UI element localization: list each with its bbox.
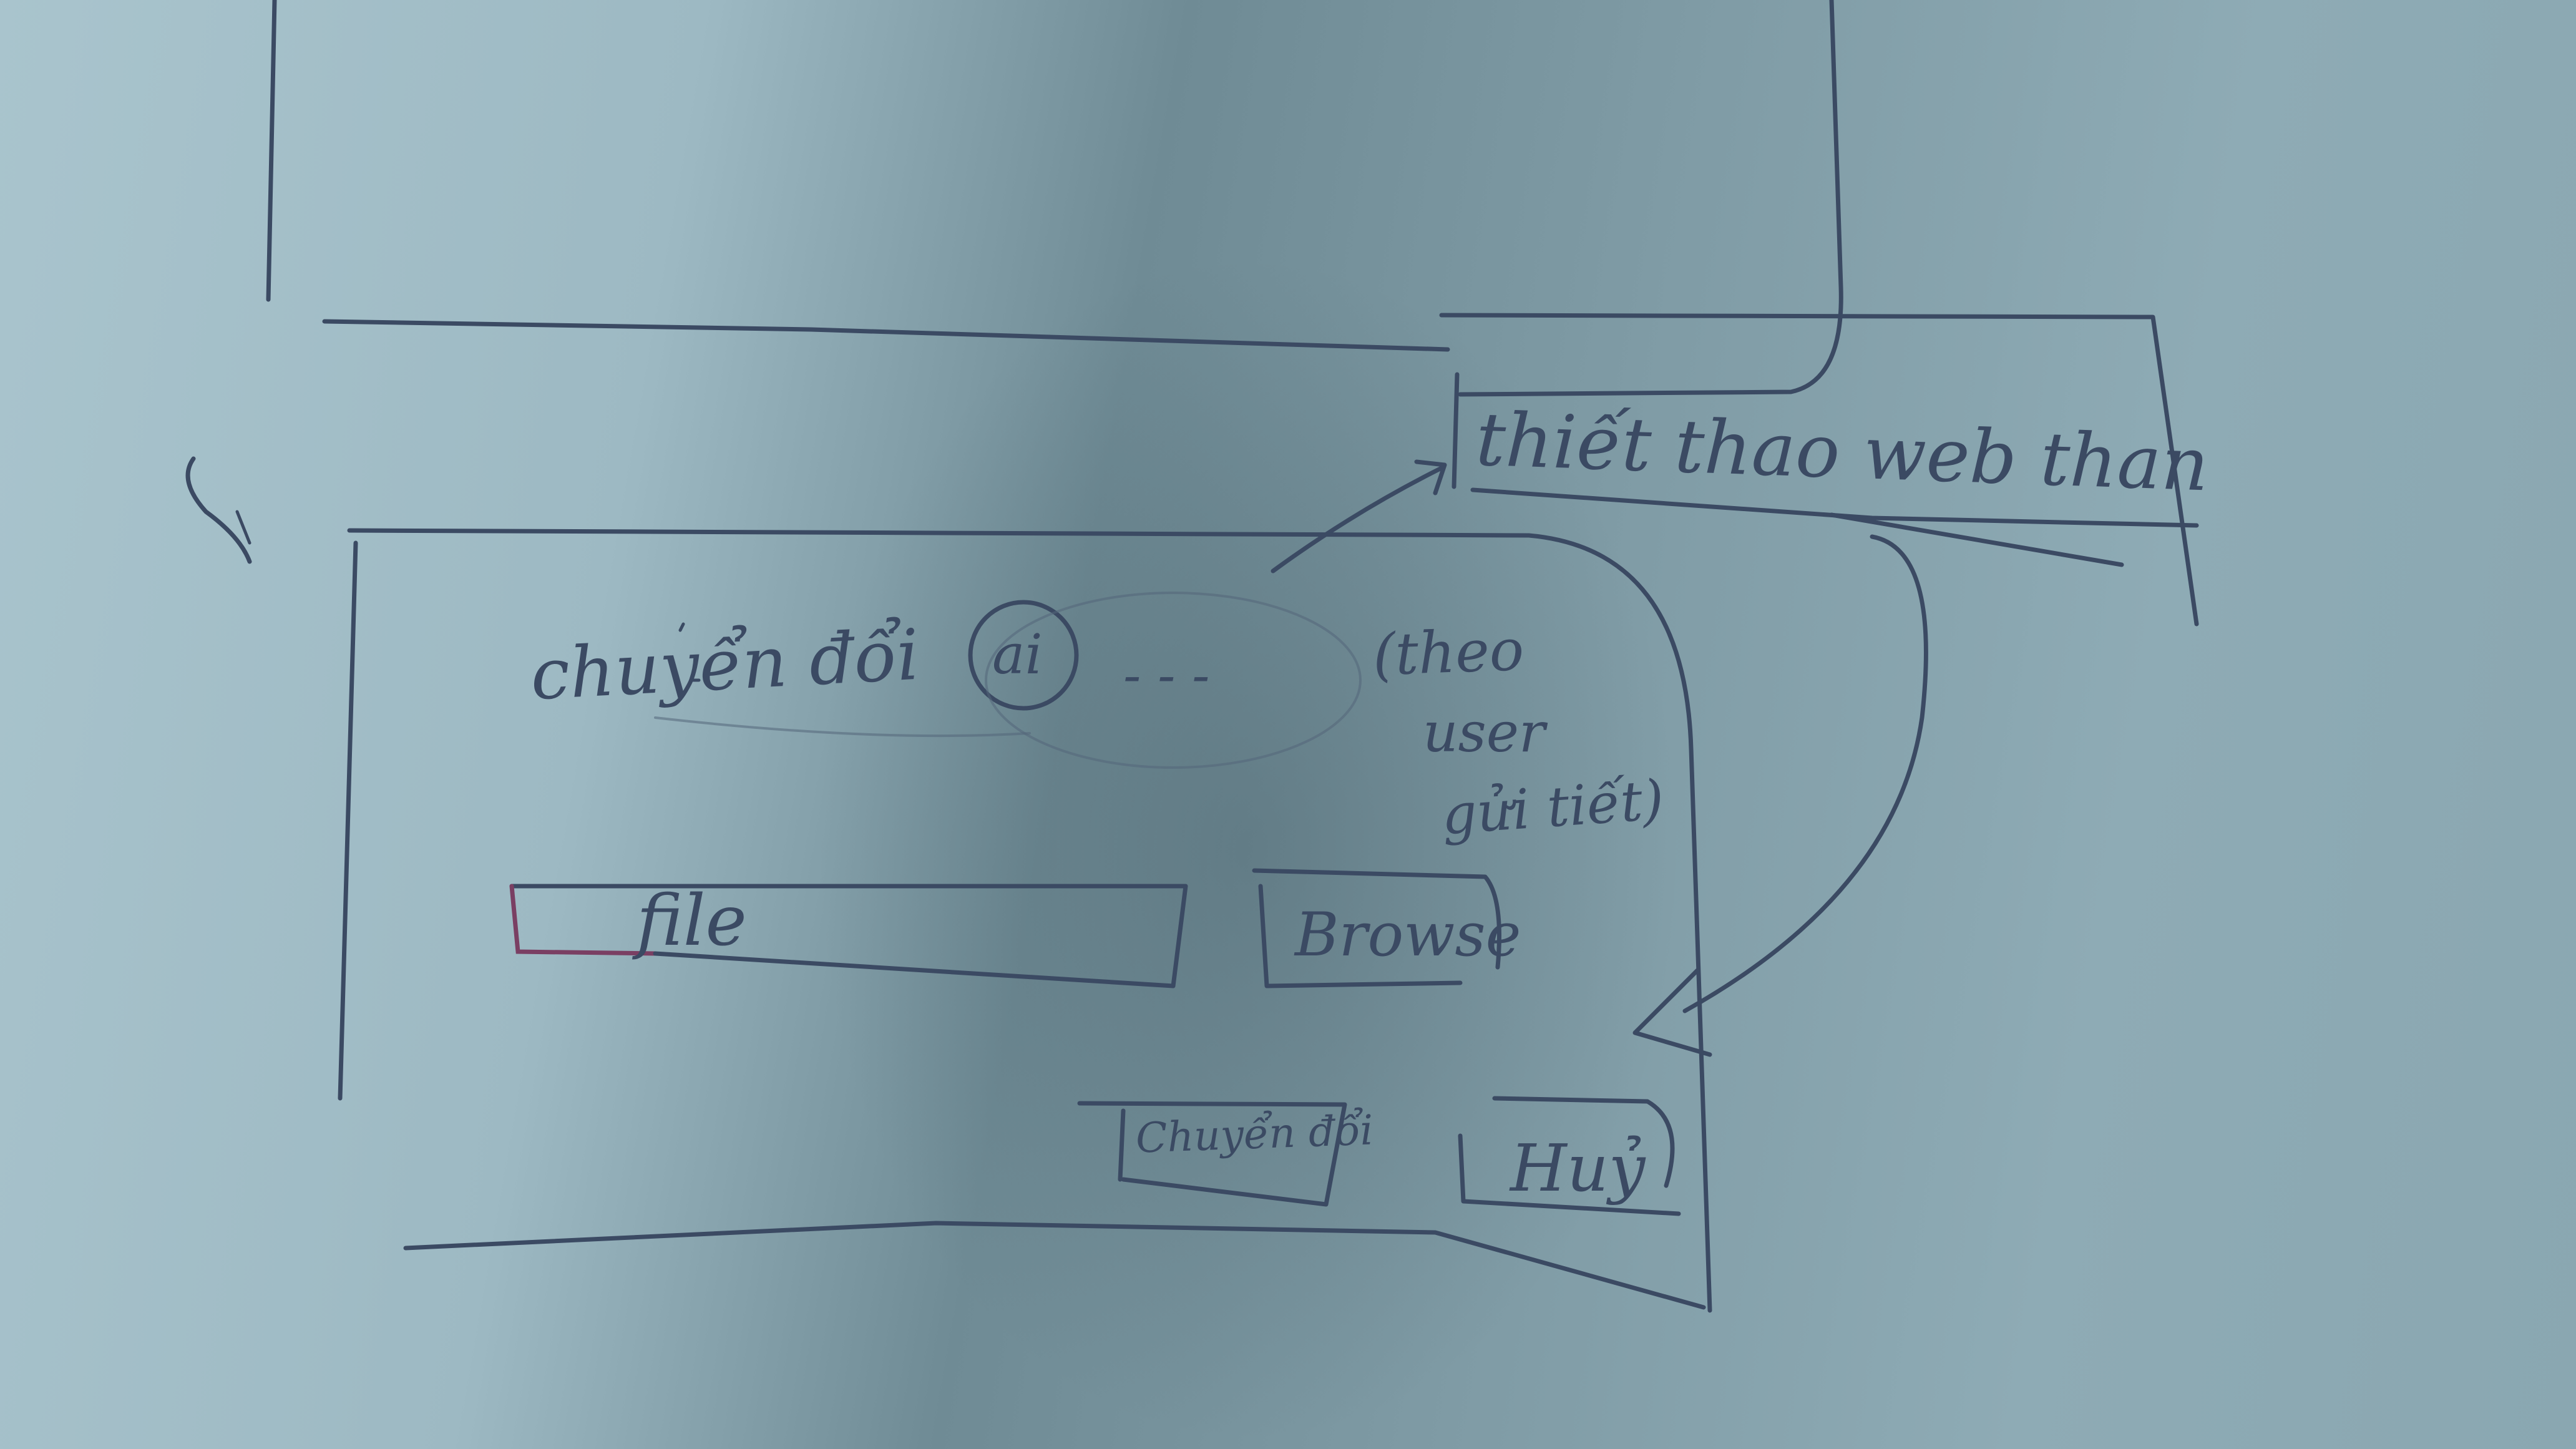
convert-button-box <box>1077 1101 1347 1207</box>
curl-arrow-icon <box>185 456 252 564</box>
note-line-3: gửi tiết) <box>1439 767 1666 847</box>
web-link-box <box>1439 313 2199 627</box>
cancel-button-box <box>1492 1096 1675 1188</box>
previous-screen-frame <box>266 0 277 302</box>
browse-button-box <box>1252 868 1501 970</box>
browse-button[interactable]: Browse <box>1295 900 1521 970</box>
dialog-frame <box>347 528 1712 1313</box>
dialog-title: chuyển đổi <box>529 614 921 716</box>
note-line-2: user <box>1423 700 1545 764</box>
file-input[interactable]: file <box>637 881 747 962</box>
file-input-box <box>509 884 1188 988</box>
separator-dots <box>678 622 701 682</box>
format-option-ai-circle <box>968 600 1079 711</box>
convert-button[interactable]: Chuyển đổi <box>1134 1106 1374 1163</box>
format-more-options[interactable]: - - - <box>1123 645 1210 706</box>
flow-arrow-to-cancel <box>1682 534 1928 1013</box>
flow-arrow-to-link <box>1271 466 1444 573</box>
note-line-1: (theo <box>1372 616 1525 689</box>
format-dropdown-ellipse <box>985 592 1362 769</box>
cancel-button[interactable]: Huỷ <box>1510 1130 1646 1206</box>
format-option-ai[interactable]: ai <box>992 622 1043 686</box>
